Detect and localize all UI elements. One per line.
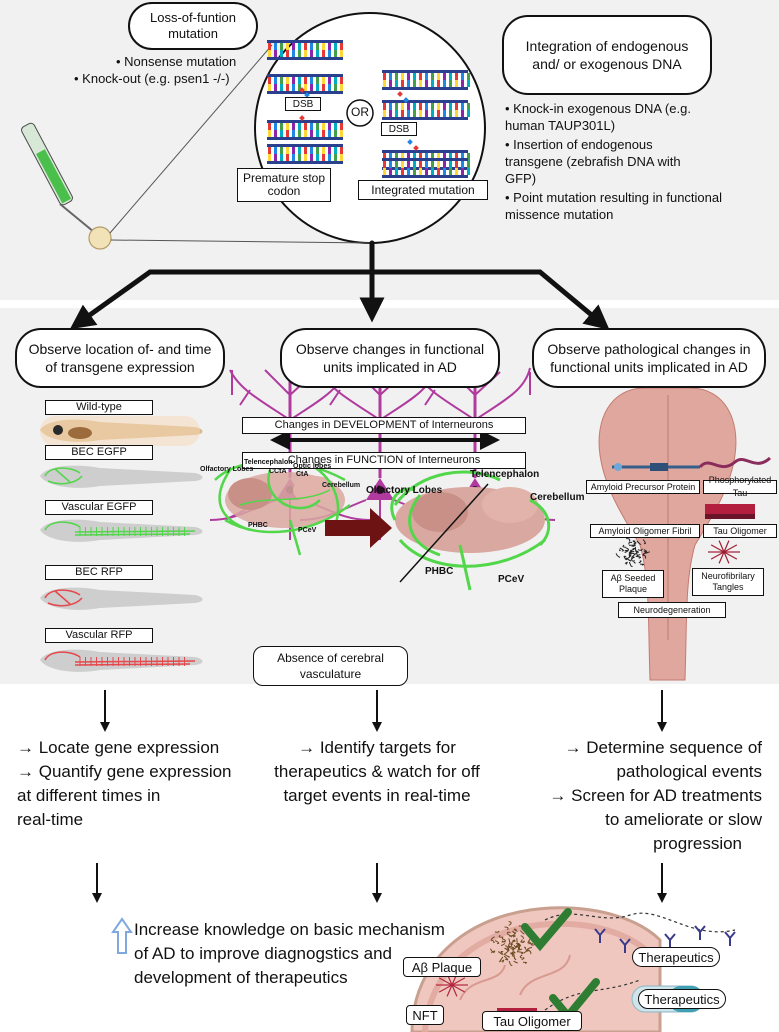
plaque-icon [615, 538, 651, 567]
zebrafish-egg-icon [88, 226, 112, 250]
small-label-ccta: CCtA [269, 468, 287, 475]
outcome-middle-2: therapeutics & watch for off [274, 762, 480, 781]
final-line-3: development of therapeutics [134, 968, 348, 987]
outcome-left-1: → Locate gene expression [17, 738, 220, 757]
bottom-tau-oligomer-label: Tau Oligomer [482, 1011, 582, 1031]
development-box: Changes in DEVELOPMENT of Interneurons [242, 417, 526, 434]
up-arrow-icon [111, 917, 133, 954]
or-label: OR [351, 105, 369, 119]
outcome-left-4: real-time [17, 810, 84, 829]
dsb-label-left: DSB [285, 97, 321, 111]
small-label-cta: CtA [296, 471, 309, 478]
premature-stop-codon-box: Premature stop codon [237, 168, 331, 202]
plaque-section-icon [490, 921, 537, 966]
antibody-icons [594, 925, 736, 953]
middle-column-title: Observe changes in functional units impl… [280, 328, 500, 388]
integration-item-point: • Point mutation resulting in functional… [505, 190, 723, 222]
down-arrows [92, 690, 667, 903]
final-line-2: of AD to improve diagnogstics and [134, 944, 392, 963]
small-label-olfactory: Olfactory Lobes [200, 466, 254, 473]
small-label-pcev: PCeV [298, 527, 317, 534]
brain-section-illustration [410, 906, 662, 1032]
syringe-icon [21, 122, 95, 233]
fish-label-bec-egfp: BEC EGFP [45, 445, 153, 460]
outcome-left-3: at different times in [17, 786, 161, 805]
integration-item-knockin: • Knock-in exogenous DNA (e.g. human TAU… [505, 101, 691, 133]
bottom-plaque-label: Aβ Plaque [403, 957, 481, 977]
integration-item-insertion: • Insertion of endogenous transgene (zeb… [505, 137, 681, 186]
outcome-right-1: → Determine sequence of [564, 738, 763, 757]
bottom-nft-label: NFT [406, 1005, 444, 1025]
large-label-cerebellum: Cerebellum [530, 492, 585, 503]
small-label-optic-lobes: Optic lobes [293, 463, 332, 470]
fish-label-wild-type: Wild-type [45, 400, 153, 415]
outcome-right-3: → Screen for AD treatments [549, 786, 762, 805]
outcome-right-5: progression [653, 834, 742, 853]
large-label-olfactory: Olfactory Lobes [366, 485, 443, 496]
final-line-1: Increase knowledge on basic mechanism [134, 920, 445, 939]
loss-of-function-title: Loss-of-funtion mutation [128, 2, 258, 50]
app-label: Amyloid Precursor Protein [586, 480, 700, 494]
outcome-left-2: → Quantify gene expression [17, 762, 232, 781]
tangles-icon [708, 540, 740, 564]
zebrafish-larvae [40, 416, 203, 672]
integrated-mutation-box: Integrated mutation [358, 180, 488, 200]
outcome-middle-3: target events in real-time [283, 786, 471, 805]
outcome-middle-1: → Identify targets for [298, 738, 456, 757]
outcome-right-4: to ameliorate or slow [605, 810, 762, 829]
app-illustration [612, 463, 700, 471]
lof-item-knockout: • Knock-out (e.g. psen1 -/-) [74, 71, 230, 86]
transition-arrow [325, 508, 392, 548]
branch-arrows [69, 240, 610, 331]
dsb-label-right: DSB [381, 122, 417, 136]
tau-oligomer-label: Tau Oligomer [703, 524, 777, 538]
right-column-title: Observe pathological changes in function… [532, 328, 766, 388]
therapeutics-label-2: Therapeutics [638, 989, 726, 1009]
tangles-label: Neurofibrilary Tangles [692, 568, 764, 596]
integration-title: Integration of endogenous and/ or exogen… [502, 15, 712, 95]
small-label-telencephalon: Telencephalon [244, 459, 293, 466]
therapeutics-label-1: Therapeutics [632, 947, 720, 967]
large-label-pcev: PCeV [498, 574, 525, 585]
large-label-telencephalon: Telencephalon [470, 469, 540, 480]
outcome-right-2: pathological events [616, 762, 762, 781]
small-label-phbc: PHBC [248, 522, 268, 529]
fish-label-vascular-egfp: Vascular EGFP [45, 500, 153, 515]
or-circle [346, 99, 374, 127]
left-column-title: Observe location of- and time of transge… [15, 328, 225, 388]
large-label-phbc: PHBC [425, 566, 454, 577]
neurodegeneration-label: Neurodegeneration [618, 602, 726, 618]
tau-illustration [698, 456, 772, 519]
function-box: Changes in FUNCTION of Interneurons [242, 452, 526, 469]
plaque-label: Aβ Seeded Plaque [602, 570, 664, 598]
lof-item-nonsense: • Nonsense mutation [116, 54, 237, 69]
phosphorylated-tau-label: Phosphorylated Tau [703, 475, 777, 498]
gene-editing-circle [254, 12, 486, 244]
amyloid-fibril-label: Amyloid Oligomer Fibril [590, 524, 700, 538]
absence-of-vasculature-box: Absence of cerebral vasculature [253, 646, 408, 686]
fish-label-bec-rfp: BEC RFP [45, 565, 153, 580]
fish-label-vascular-rfp: Vascular RFP [45, 628, 153, 643]
check-icon-1 [521, 908, 572, 952]
small-label-cerebellum: Cerebellum [322, 482, 361, 489]
brain-vasculature-large [390, 470, 551, 591]
dna-strands [267, 40, 470, 178]
